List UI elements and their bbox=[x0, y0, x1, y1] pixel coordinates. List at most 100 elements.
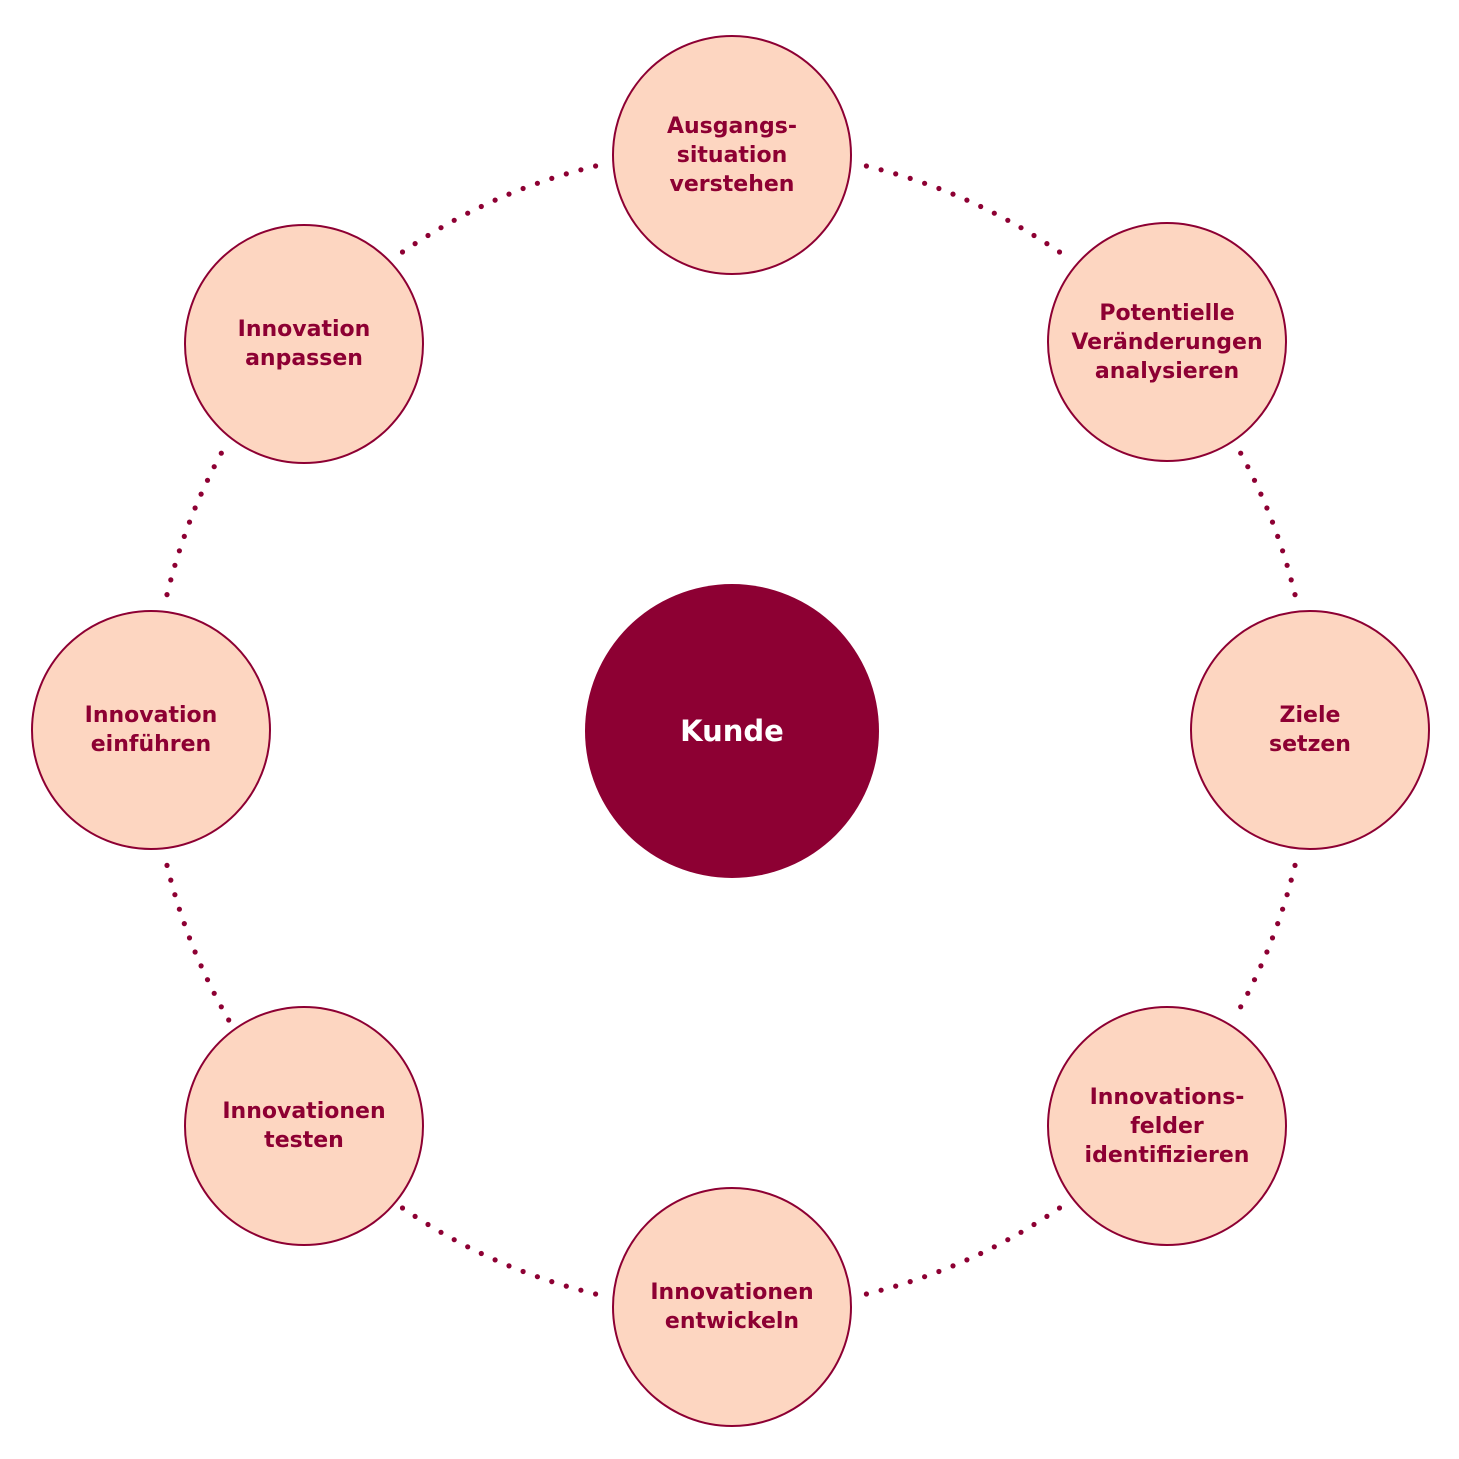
ring-dot bbox=[506, 1263, 512, 1269]
ring-dot bbox=[198, 963, 204, 969]
ring-dot bbox=[978, 1250, 984, 1257]
ring-dot bbox=[991, 1244, 997, 1250]
ring-dot bbox=[1245, 464, 1251, 470]
ring-dot bbox=[198, 491, 204, 497]
ring-dot bbox=[164, 862, 170, 869]
step-node-8: Innovation anpassen bbox=[184, 224, 424, 464]
ring-dot bbox=[1292, 862, 1298, 869]
ring-dot bbox=[563, 1283, 569, 1289]
step-node-5: Innovationen entwickeln bbox=[612, 1187, 852, 1427]
ring-dot bbox=[549, 175, 555, 181]
ring-dot bbox=[991, 210, 997, 216]
ring-dot bbox=[1238, 1004, 1244, 1010]
ring-dot bbox=[465, 1244, 471, 1250]
ring-dot bbox=[226, 1017, 232, 1023]
ring-dot bbox=[204, 477, 211, 483]
ring-dot bbox=[549, 1279, 555, 1285]
ring-dot bbox=[172, 892, 178, 898]
step-2-line-2: Veränderungen bbox=[1071, 329, 1263, 355]
ring-dot bbox=[520, 1268, 526, 1275]
ring-dot bbox=[534, 180, 541, 186]
ring-dot bbox=[168, 877, 174, 883]
ring-dot bbox=[1005, 1237, 1011, 1243]
step-4-line-2: felder bbox=[1130, 1113, 1204, 1139]
ring-dot bbox=[181, 533, 187, 540]
ring-dot bbox=[950, 1263, 956, 1269]
ring-dot bbox=[451, 217, 457, 223]
ring-dot bbox=[593, 163, 599, 169]
ring-dot bbox=[964, 1257, 970, 1263]
ring-dot bbox=[878, 167, 884, 173]
ring-dot bbox=[1245, 990, 1251, 996]
ring-dot bbox=[478, 1250, 484, 1257]
ring-dot bbox=[563, 171, 569, 177]
ring-dot bbox=[412, 1213, 418, 1219]
ring-dot bbox=[893, 1283, 899, 1289]
ring-dot bbox=[451, 1237, 457, 1243]
ring-dot bbox=[964, 197, 970, 203]
ring-dot bbox=[192, 505, 198, 511]
step-node-4: Innovations- felder identifizieren bbox=[1047, 1006, 1287, 1246]
ring-dot bbox=[1280, 548, 1286, 554]
ring-dot bbox=[520, 185, 526, 192]
ring-dot bbox=[922, 180, 928, 186]
ring-dot bbox=[1031, 1221, 1037, 1228]
center-label: Kunde bbox=[680, 714, 784, 748]
step-4-line-1: Innovations- bbox=[1089, 1084, 1245, 1110]
ring-dot bbox=[1258, 963, 1264, 969]
step-8-line-1: Innovation bbox=[237, 317, 371, 342]
ring-dot bbox=[492, 1257, 498, 1263]
ring-dot bbox=[399, 249, 406, 255]
ring-dot bbox=[978, 203, 984, 210]
ring-dot bbox=[1264, 949, 1270, 955]
ring-dot bbox=[1044, 1213, 1050, 1219]
ring-dot bbox=[1031, 232, 1037, 239]
ring-dot bbox=[176, 548, 182, 554]
ring-dot bbox=[1018, 1229, 1024, 1235]
step-1-line-1: Ausgangs- bbox=[666, 113, 797, 139]
ring-dot bbox=[1264, 505, 1270, 511]
step-5-line-1: Innovationen bbox=[650, 1280, 814, 1305]
ring-dot bbox=[1258, 491, 1264, 497]
ring-dot bbox=[1292, 592, 1298, 598]
ring-dot bbox=[412, 241, 418, 247]
ring-dot bbox=[438, 225, 444, 231]
ring-dot bbox=[1005, 217, 1011, 223]
ring-dot bbox=[1269, 519, 1276, 525]
ring-dot bbox=[907, 1279, 913, 1285]
ring-dot bbox=[1251, 977, 1258, 983]
step-node-2: Potentielle Veränderungen analysieren bbox=[1047, 222, 1287, 462]
ring-dot bbox=[1284, 562, 1290, 568]
ring-dot bbox=[1275, 533, 1281, 540]
step-2-line-1: Potentielle bbox=[1099, 300, 1235, 326]
ring-dot bbox=[186, 519, 193, 525]
ring-dot bbox=[425, 1221, 431, 1228]
ring-dot bbox=[893, 171, 899, 177]
ring-dot bbox=[176, 906, 182, 912]
step-2-line-3: analysieren bbox=[1094, 358, 1240, 384]
ring-dot bbox=[425, 232, 431, 239]
step-5-line-2: entwickeln bbox=[664, 1309, 800, 1334]
step-7-line-1: Innovation bbox=[84, 703, 218, 728]
ring-dot bbox=[192, 949, 198, 955]
ring-dot bbox=[478, 203, 484, 210]
ring-dot bbox=[186, 935, 193, 941]
ring-dot bbox=[181, 921, 187, 927]
ring-dot bbox=[593, 1291, 599, 1297]
ring-dot bbox=[1018, 225, 1024, 231]
ring-dot bbox=[164, 592, 170, 598]
ring-dot bbox=[863, 1291, 870, 1297]
center-node-kunde: Kunde bbox=[585, 584, 879, 878]
step-8-line-2: anpassen bbox=[245, 346, 363, 371]
step-6-line-1: Innovationen bbox=[222, 1099, 386, 1124]
step-7-line-2: einführen bbox=[90, 732, 212, 757]
step-1-line-2: situation bbox=[676, 142, 788, 168]
ring-dot bbox=[578, 167, 584, 173]
ring-dot bbox=[1288, 577, 1294, 583]
ring-dot bbox=[950, 191, 956, 197]
ring-dot bbox=[1044, 241, 1050, 247]
ring-dot bbox=[1056, 249, 1063, 255]
ring-dot bbox=[1238, 450, 1244, 456]
